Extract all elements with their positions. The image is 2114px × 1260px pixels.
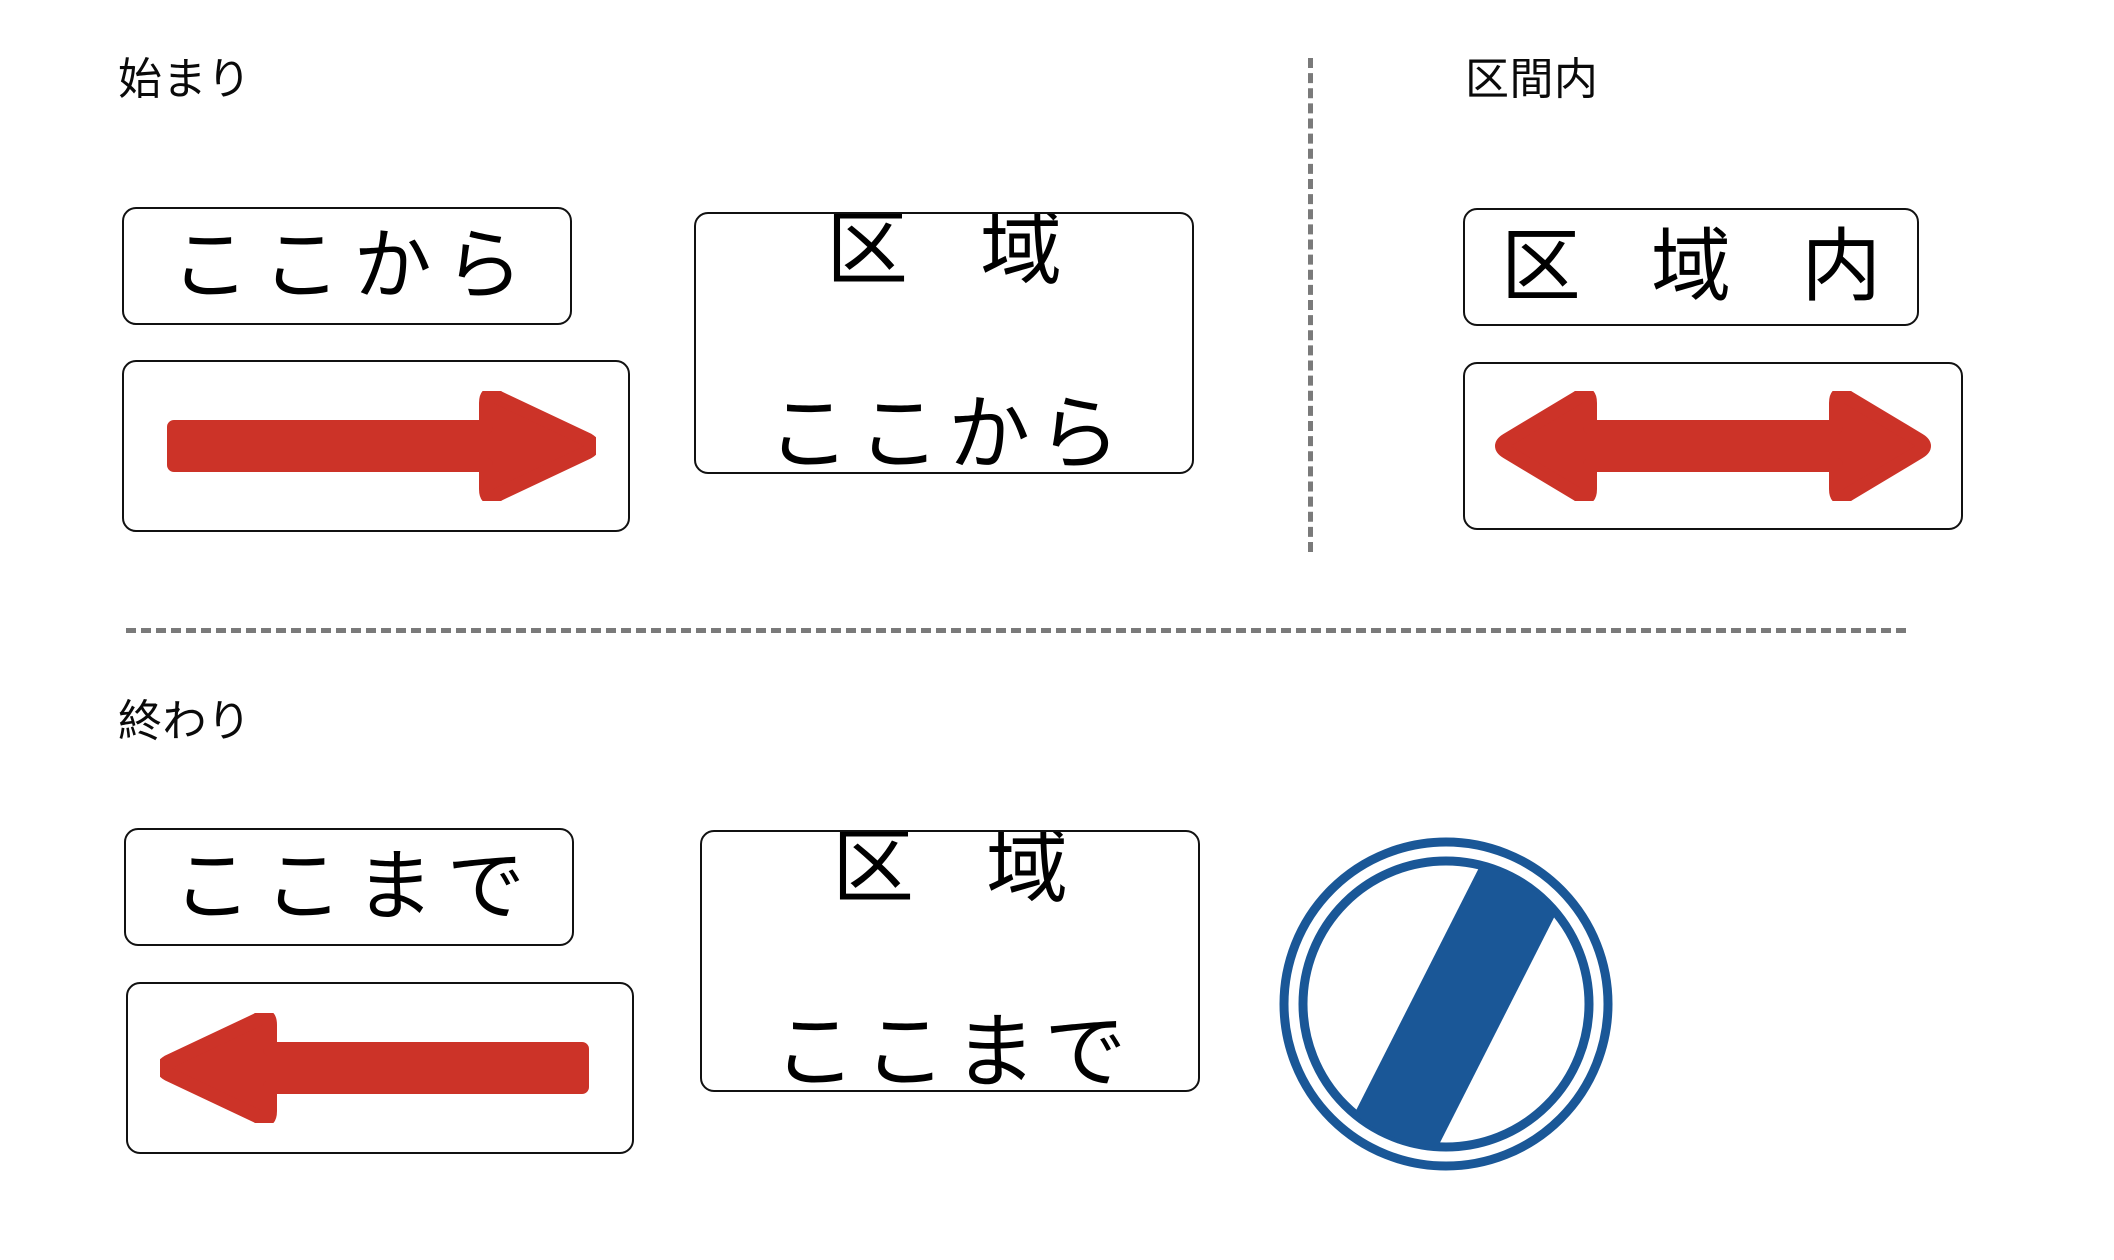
sign-arrow-right xyxy=(122,360,630,532)
sign-koko-kara-text: ここから xyxy=(171,221,537,310)
arrow-right-icon xyxy=(167,391,596,501)
section-caption-end: 終わり xyxy=(118,697,252,746)
sign-kuiki-koko-kara-text: 区 域 ここから xyxy=(760,212,1129,474)
section-caption-start: 始まり xyxy=(118,55,252,104)
section-caption-within: 区間内 xyxy=(1465,55,1599,104)
sign-kuiki-koko-kara-line1: 区 域 xyxy=(826,212,1087,296)
sign-arrow-both xyxy=(1463,362,1963,530)
end-of-restriction-circle-icon xyxy=(1279,837,1613,1171)
sign-koko-made: ここまで xyxy=(124,828,574,946)
sign-kuiki-koko-kara-line2: ここから xyxy=(767,389,1129,474)
arrow-left-right-icon xyxy=(1495,391,1931,501)
sign-kuiki-koko-made: 区 域 ここまで xyxy=(700,830,1200,1092)
sign-end-of-restriction xyxy=(1276,834,1616,1179)
divider-horizontal xyxy=(126,628,1906,633)
sign-kuiki-nai: 区 域 内 xyxy=(1463,208,1919,326)
sign-kuiki-koko-made-text: 区 域 ここまで xyxy=(766,830,1135,1092)
sign-kuiki-nai-text: 区 域 内 xyxy=(1500,222,1906,312)
sign-kuiki-koko-kara: 区 域 ここから xyxy=(694,212,1194,474)
arrow-left-icon xyxy=(160,1013,589,1123)
divider-vertical xyxy=(1308,58,1313,552)
sign-koko-made-text: ここまで xyxy=(173,842,539,931)
sign-arrow-left xyxy=(126,982,634,1154)
sign-kuiki-koko-made-line1: 区 域 xyxy=(832,830,1093,914)
sign-koko-kara: ここから xyxy=(122,207,572,325)
sign-kuiki-koko-made-line2: ここまで xyxy=(773,1007,1135,1092)
